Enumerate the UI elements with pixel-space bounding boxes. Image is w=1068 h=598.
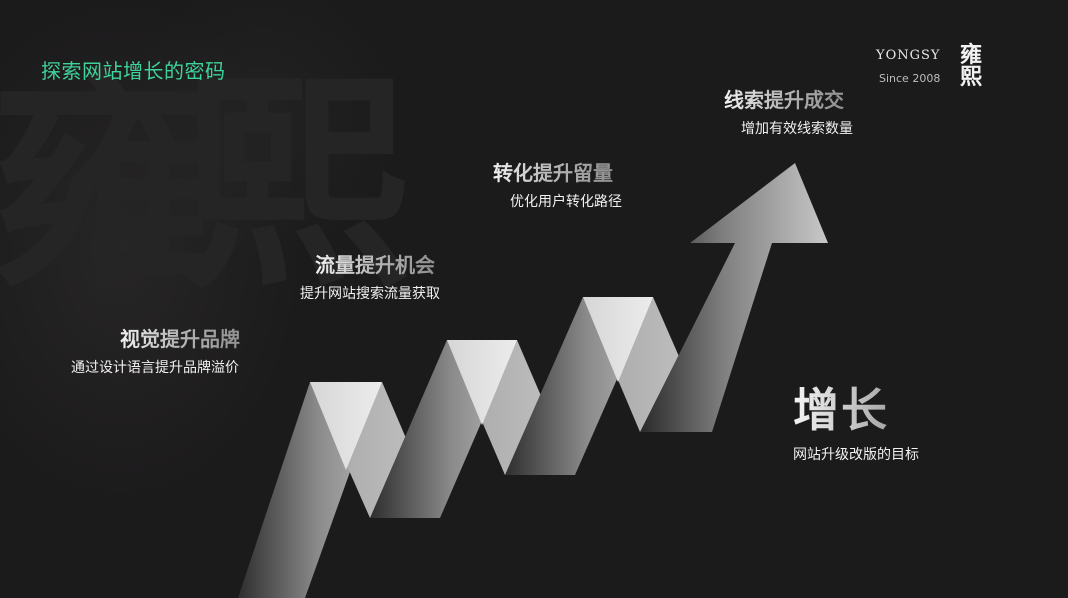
brand-name: YONGSY [876,48,941,63]
step-title: 转化提升留量 [493,157,613,186]
step-leads: 线索提升成交 [724,84,844,113]
step-traffic: 流量提升机会 [315,249,435,278]
step-visual-brand: 视觉提升品牌 [120,323,240,352]
brand-since: Since 2008 [879,72,941,85]
step-title: 视觉提升品牌 [120,323,240,352]
growth-goal: 增长 网站升级改版的目标 [793,384,919,464]
step-title: 流量提升机会 [315,249,435,278]
brand-logo: YONGSY Since 2008 雍熙 [876,44,996,93]
growth-desc: 网站升级改版的目标 [793,447,919,463]
background-watermark-calligraphy: 雍熙 [0,50,410,320]
growth-title: 增长 [793,384,919,436]
step-conversion: 转化提升留量 [493,157,613,186]
brand-calligraphy-mark: 雍熙 [960,42,983,90]
step-desc: 增加有效线索数量 [741,121,853,137]
page-title: 探索网站增长的密码 [41,59,226,83]
fold-highlight-3 [583,297,653,382]
step-desc: 优化用户转化路径 [510,194,622,210]
step-title: 线索提升成交 [724,84,844,113]
step-leads-desc: 增加有效线索数量 [741,118,853,138]
step-traffic-desc: 提升网站搜索流量获取 [300,283,440,303]
step-desc: 提升网站搜索流量获取 [300,286,440,302]
step-conversion-desc: 优化用户转化路径 [510,191,622,211]
fold-highlight-1 [310,382,382,470]
step-visual-brand-desc: 通过设计语言提升品牌溢价 [71,357,239,377]
step-desc: 通过设计语言提升品牌溢价 [71,360,239,376]
arrow-shaft-and-head [640,163,828,432]
fold-highlight-2 [447,340,517,425]
